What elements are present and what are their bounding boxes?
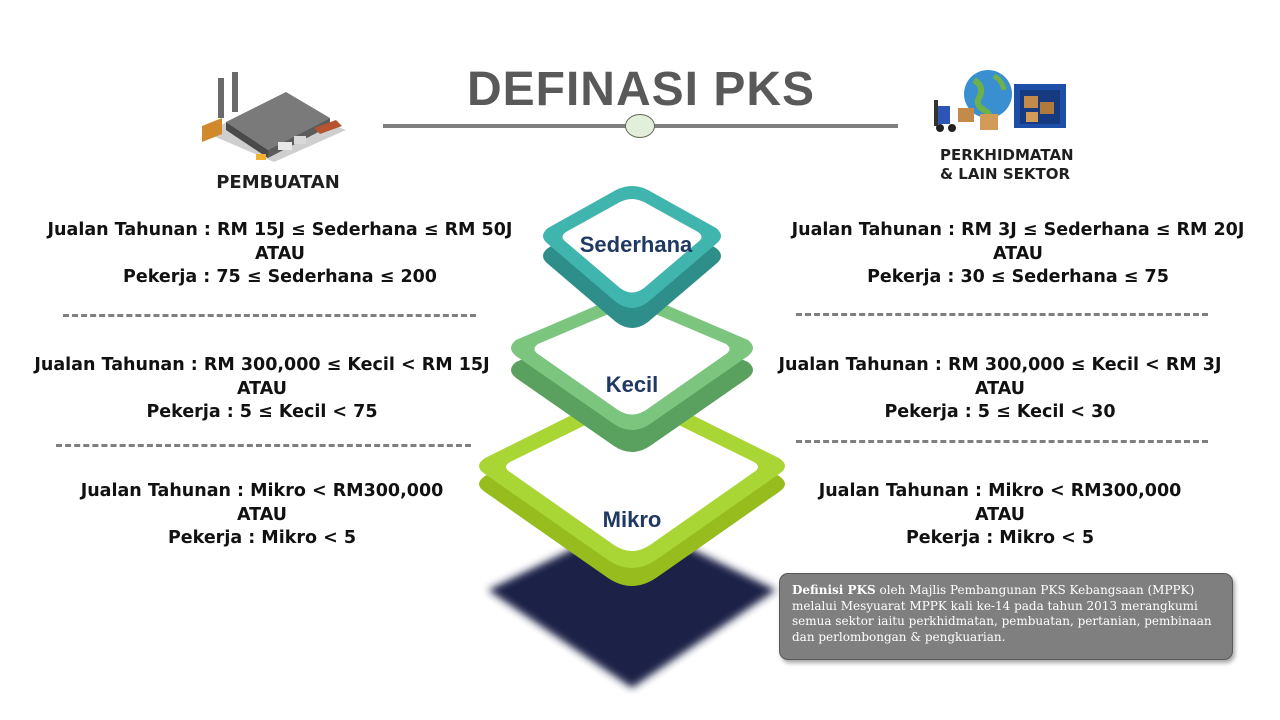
title-dot (625, 114, 655, 138)
note-bold-lead: Definisi PKS (792, 583, 876, 597)
factory-icon (202, 72, 346, 162)
criteria-sales: Jualan Tahunan : RM 300,000 ≤ Kecil < RM… (34, 355, 490, 375)
criteria-or: ATAU (237, 504, 287, 525)
tier-label-kecil: Kecil (606, 372, 659, 397)
pyramid-shadow (488, 520, 776, 688)
sector-label-pembuatan: PEMBUATAN (216, 172, 340, 193)
criteria-sales: Jualan Tahunan : Mikro < RM300,000 (818, 481, 1182, 501)
criteria-workers: Pekerja : 5 ≤ Kecil < 75 (146, 402, 378, 422)
note-text: oleh Majlis Pembangunan PKS Kebangsaan (… (792, 583, 1212, 644)
right-divider-1 (796, 313, 1208, 316)
left-divider-2 (56, 444, 471, 447)
criteria-workers: Pekerja : 30 ≤ Sederhana ≤ 75 (867, 267, 1169, 287)
globe-logistics-icon (934, 70, 1066, 132)
sector-label-line2: & LAIN SEKTOR (940, 165, 1071, 183)
criteria-or: ATAU (975, 378, 1025, 399)
criteria-workers: Pekerja : 5 ≤ Kecil < 30 (884, 402, 1116, 422)
tier-label-mikro: Mikro (603, 507, 662, 532)
criteria-or: ATAU (237, 378, 287, 399)
page-title: DEFINASI PKS (466, 63, 816, 116)
right-sederhana-criteria: Jualan Tahunan : RM 3J ≤ Sederhana ≤ RM … (786, 219, 1250, 290)
sector-label-line1: PERKHIDMATAN (940, 146, 1074, 164)
criteria-workers: Pekerja : Mikro < 5 (167, 528, 357, 548)
criteria-sales: Jualan Tahunan : RM 3J ≤ Sederhana ≤ RM … (791, 220, 1245, 240)
criteria-sales: Jualan Tahunan : RM 300,000 ≤ Kecil < RM… (778, 355, 1222, 375)
criteria-sales: Jualan Tahunan : RM 15J ≤ Sederhana ≤ RM… (47, 220, 513, 240)
criteria-workers: Pekerja : Mikro < 5 (905, 528, 1095, 548)
criteria-or: ATAU (255, 243, 305, 264)
tier-label-sederhana: Sederhana (580, 232, 693, 257)
criteria-or: ATAU (975, 504, 1025, 525)
sector-label-perkhidmatan: PERKHIDMATAN & LAIN SEKTOR (916, 146, 1096, 184)
right-mikro-criteria: Jualan Tahunan : Mikro < RM300,000 ATAU … (816, 480, 1184, 551)
definition-note: Definisi PKS oleh Majlis Pembangunan PKS… (779, 573, 1233, 660)
criteria-sales: Jualan Tahunan : Mikro < RM300,000 (80, 481, 444, 501)
right-kecil-criteria: Jualan Tahunan : RM 300,000 ≤ Kecil < RM… (778, 354, 1222, 425)
left-mikro-criteria: Jualan Tahunan : Mikro < RM300,000 ATAU … (80, 480, 444, 551)
left-divider-1 (63, 314, 476, 317)
left-kecil-criteria: Jualan Tahunan : RM 300,000 ≤ Kecil < RM… (30, 354, 494, 425)
criteria-workers: Pekerja : 75 ≤ Sederhana ≤ 200 (123, 267, 437, 287)
criteria-or: ATAU (993, 243, 1043, 264)
right-divider-2 (796, 440, 1208, 443)
left-sederhana-criteria: Jualan Tahunan : RM 15J ≤ Sederhana ≤ RM… (40, 219, 520, 290)
